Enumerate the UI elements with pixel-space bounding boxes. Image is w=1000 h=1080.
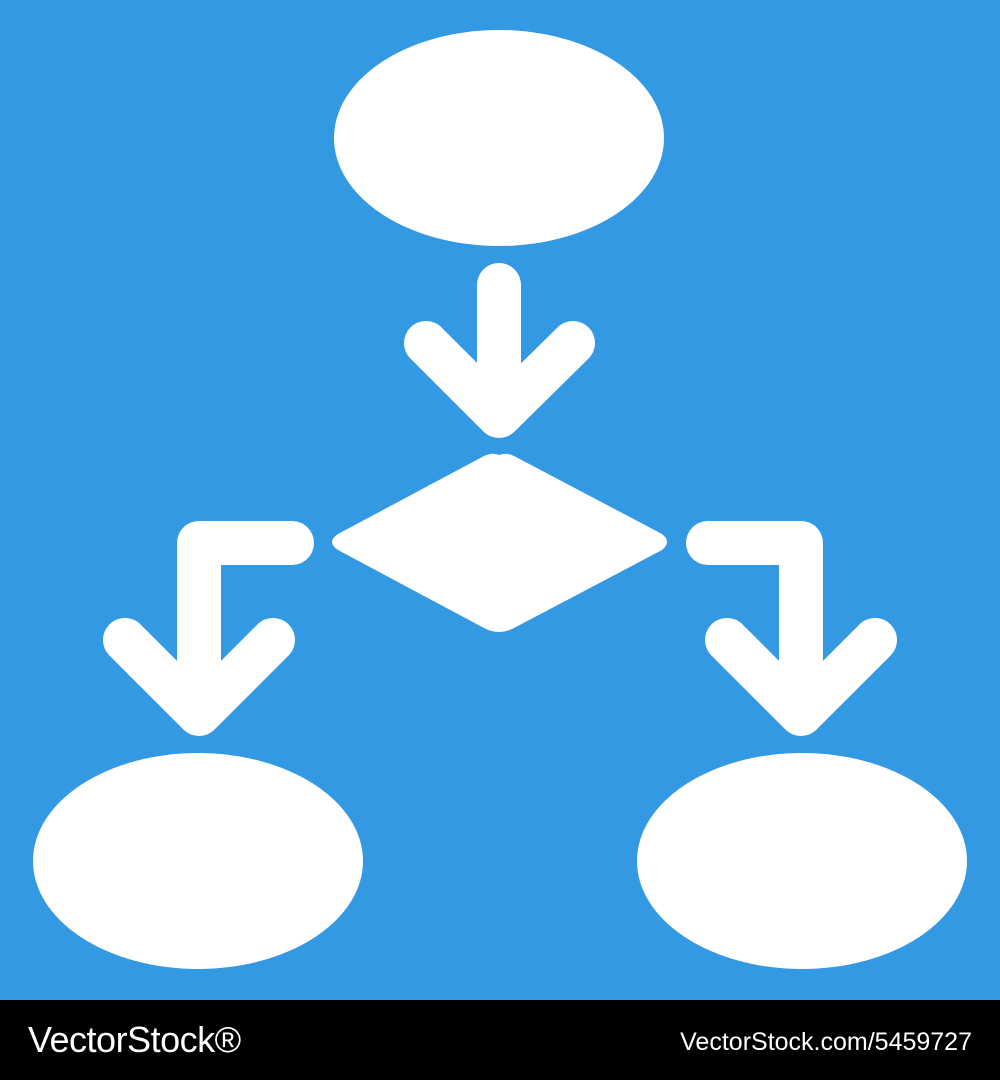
right-branch-arrow	[686, 521, 897, 736]
flowchart-icon	[0, 0, 1000, 1000]
left-end-ellipse	[33, 753, 363, 969]
asset-id-text: VectorStock.com/5459727	[680, 1028, 972, 1056]
watermark-footer: VectorStock® VectorStock.com/5459727	[0, 1000, 1000, 1080]
down-arrow	[404, 263, 595, 438]
start-ellipse	[334, 30, 664, 246]
right-end-ellipse	[637, 753, 967, 969]
decision-diamond	[332, 453, 667, 632]
left-branch-arrow	[103, 521, 314, 736]
brand-logo: VectorStock®	[28, 1019, 241, 1060]
